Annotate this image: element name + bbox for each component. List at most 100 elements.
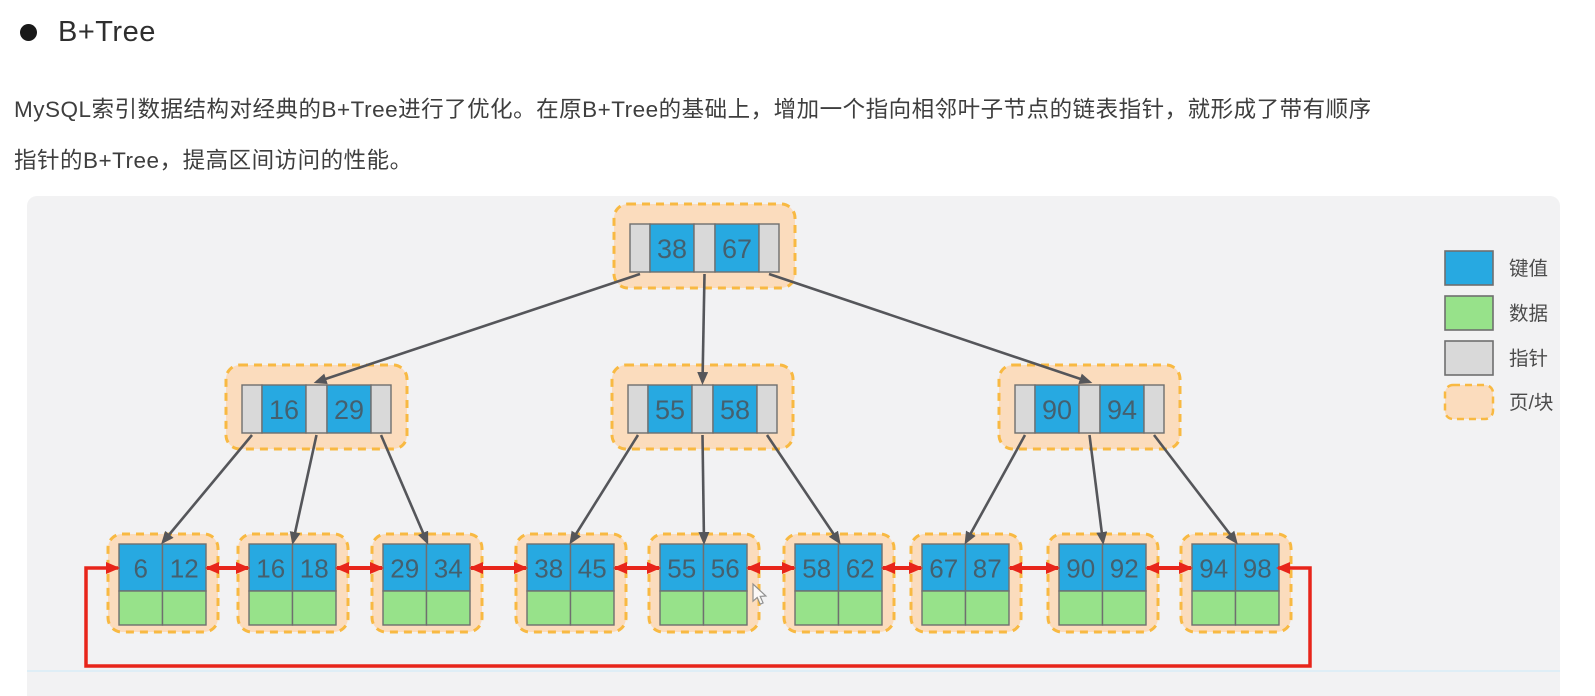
key-value: 90 — [1066, 554, 1095, 584]
legend-item-page: 页/块 — [1443, 383, 1553, 421]
data-cell — [425, 590, 471, 626]
pointer-cell — [241, 384, 263, 434]
tree-pointer-arrow — [379, 434, 429, 545]
data-cell — [794, 590, 840, 626]
key-value: 92 — [1110, 554, 1139, 584]
paragraph-line-1: MySQL索引数据结构对经典的B+Tree进行了优化。在原B+Tree的基础上，… — [14, 97, 1372, 122]
key-cell — [261, 384, 307, 434]
key-value: 67 — [722, 234, 752, 264]
pointer-cell — [370, 384, 392, 434]
data-cell — [1058, 590, 1104, 626]
data-cell — [702, 590, 748, 626]
key-value: 58 — [802, 554, 831, 584]
data-cell — [161, 590, 207, 626]
btree-root-node: 38 67 — [612, 202, 797, 290]
data-cell — [118, 590, 164, 626]
leaf-node: 29 34 — [370, 532, 484, 634]
key-value: 12 — [170, 554, 199, 584]
pointer-cell — [1078, 384, 1101, 434]
leaf-node: 58 62 — [782, 532, 896, 634]
tree-pointer-arrow — [161, 434, 253, 545]
tree-pointer-arrow — [1152, 434, 1238, 545]
key-value: 16 — [256, 554, 285, 584]
tree-pointer-arrow — [313, 272, 641, 385]
tree-pointer-arrow — [289, 434, 318, 545]
data-cell — [1191, 590, 1237, 626]
legend-label: 数据 — [1509, 303, 1548, 325]
data-cell — [248, 590, 294, 626]
data-cell — [1101, 590, 1147, 626]
legend-swatch-key — [1444, 250, 1494, 286]
key-value: 38 — [534, 554, 563, 584]
tree-pointer-arrow — [964, 434, 1027, 545]
tree-pointer-arrow — [698, 434, 710, 545]
legend-label: 键值 — [1509, 258, 1548, 280]
key-value: 90 — [1042, 395, 1072, 425]
key-value: 38 — [657, 234, 687, 264]
pointer-cell — [693, 223, 716, 273]
pointer-cell — [305, 384, 328, 434]
intro-paragraph: MySQL索引数据结构对经典的B+Tree进行了优化。在原B+Tree的基础上，… — [14, 84, 1534, 186]
data-cell — [291, 590, 337, 626]
key-value: 18 — [300, 554, 329, 584]
key-value: 98 — [1243, 554, 1272, 584]
key-value: 16 — [269, 395, 299, 425]
leaf-node: 38 45 — [514, 532, 628, 634]
leaf-node: 94 98 — [1179, 532, 1293, 634]
legend-swatch-data — [1444, 295, 1494, 331]
leaf-node: 6 12 — [106, 532, 220, 634]
key-value: 45 — [578, 554, 607, 584]
tree-pointer-arrow — [768, 272, 1093, 385]
tree-pointer-arrow — [569, 434, 640, 545]
data-cell — [569, 590, 615, 626]
data-cell — [659, 590, 705, 626]
key-cell — [712, 384, 758, 434]
key-value: 94 — [1107, 395, 1137, 425]
data-cell — [526, 590, 572, 626]
legend-label: 指针 — [1509, 348, 1548, 370]
key-value: 29 — [390, 554, 419, 584]
key-cell — [326, 384, 372, 434]
key-value: 55 — [655, 395, 685, 425]
pointer-cell — [627, 384, 649, 434]
legend-item-data: 数据 — [1444, 295, 1548, 331]
bullet-icon — [20, 24, 37, 41]
leaf-node: 90 92 — [1046, 532, 1160, 634]
data-cell — [837, 590, 883, 626]
pointer-cell — [691, 384, 714, 434]
data-cell — [1234, 590, 1280, 626]
key-value: 94 — [1199, 554, 1228, 584]
key-cell — [1034, 384, 1080, 434]
data-cell — [382, 590, 428, 626]
legend-item-key: 键值 — [1444, 250, 1548, 286]
key-value: 87 — [973, 554, 1002, 584]
section-title-row: B+Tree — [20, 16, 156, 49]
key-cell — [1099, 384, 1145, 434]
pointer-cell — [758, 223, 780, 273]
tree-pointer-arrow — [1088, 434, 1108, 545]
leaf-circular-link — [84, 562, 1312, 668]
data-cell — [921, 590, 967, 626]
leaf-node: 67 87 — [909, 532, 1023, 634]
key-value: 56 — [711, 554, 740, 584]
key-cell — [647, 384, 693, 434]
pointer-cell — [756, 384, 778, 434]
page-title: B+Tree — [58, 16, 156, 48]
btree-internal-node: 55 58 — [610, 363, 795, 451]
key-value: 58 — [720, 395, 750, 425]
key-value: 34 — [434, 554, 463, 584]
key-value: 29 — [334, 395, 364, 425]
paragraph-line-2: 指针的B+Tree，提高区间访问的性能。 — [14, 148, 413, 173]
mouse-cursor — [752, 582, 768, 605]
key-value: 6 — [134, 554, 148, 584]
key-value: 67 — [929, 554, 958, 584]
legend-swatch-page — [1443, 383, 1495, 421]
key-value: 62 — [846, 554, 875, 584]
key-cell — [714, 223, 760, 273]
btree-internal-node: 90 94 — [997, 363, 1182, 451]
